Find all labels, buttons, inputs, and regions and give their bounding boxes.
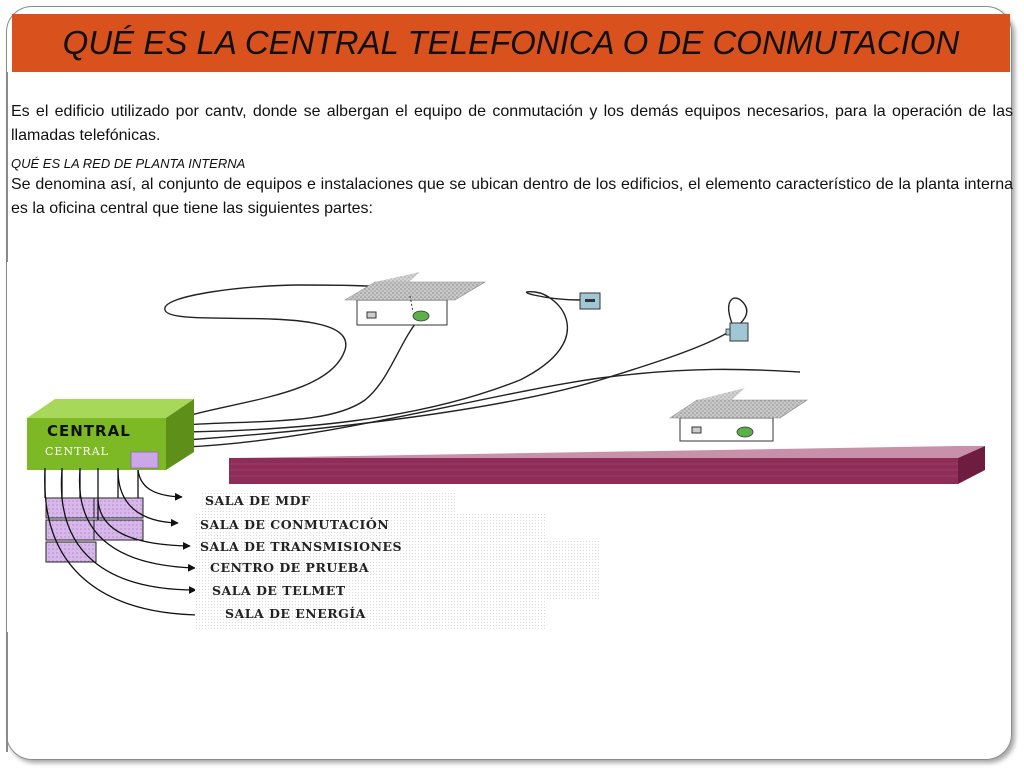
paragraph-central-definition: Es el edificio utilizado por cantv, dond… [11,103,1013,144]
parts-labels: SALA DE MDF SALA DE CONMUTACIÓN SALA DE … [200,493,402,621]
frame-rule [6,632,8,752]
part-label-telmet: SALA DE TELMET [212,583,346,598]
paragraph-planta-interna: Se denomina así, al conjunto de equipos … [11,176,1013,217]
label-bg [200,492,455,514]
arrow-lines [44,469,206,619]
central-sublabel: CENTRAL [45,445,109,458]
cable-lines [164,284,801,448]
terminal-2-icon [725,322,749,342]
body-text: Es el edificio utilizado por cantv, dond… [11,100,1013,221]
building-1 [343,272,487,326]
slide-title: QUÉ ES LA CENTRAL TELEFONICA O DE CONMUT… [62,24,960,61]
slide-frame [6,6,1012,760]
label-bg [545,540,600,600]
part-label-conmutacion: SALA DE CONMUTACIÓN [200,516,389,532]
subheading-red-planta-interna: QUÉ ES LA RED DE PLANTA INTERNA [11,156,246,171]
part-label-centro-prueba: CENTRO DE PRUEBA [210,560,369,575]
label-bg [195,514,545,630]
part-label-energia: SALA DE ENERGÍA [225,606,366,621]
central-building: CENTRAL CENTRAL [27,399,194,470]
part-label-mdf: SALA DE MDF [205,493,310,508]
title-bar: QUÉ ES LA CENTRAL TELEFONICA O DE CONMUT… [12,14,1010,72]
building-2 [669,388,808,442]
frame-rule [6,72,8,262]
part-label-transmisiones: SALA DE TRANSMISIONES [200,539,402,554]
terminal-1-icon [579,292,601,310]
central-label: CENTRAL [47,422,131,440]
cable-trunk [229,446,985,484]
